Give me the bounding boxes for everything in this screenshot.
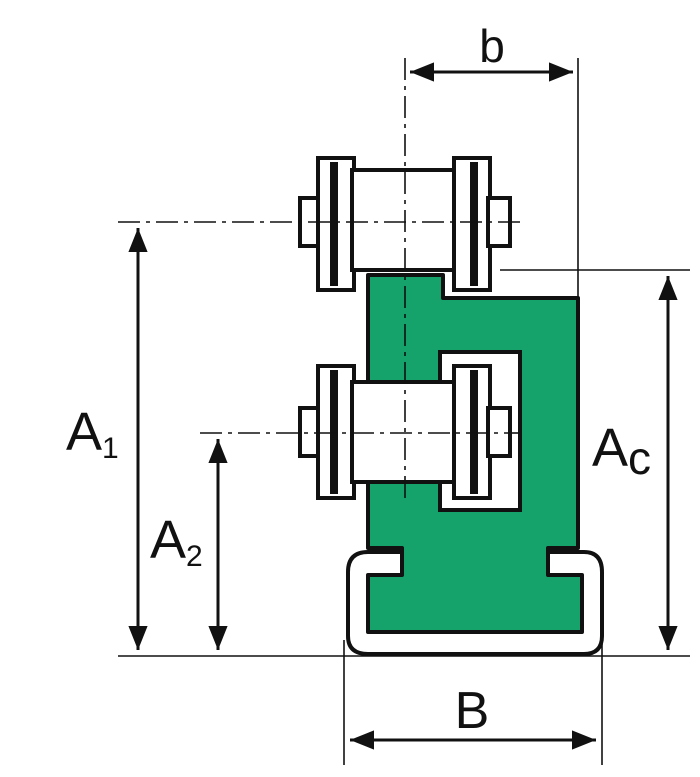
lower-roller xyxy=(298,364,512,500)
label-A2-main: A xyxy=(150,510,186,570)
label-Ac-sub: c xyxy=(628,432,651,484)
label-Ac-main: A xyxy=(592,418,628,478)
label-b: b xyxy=(479,20,505,72)
extension-lines xyxy=(118,58,690,765)
label-B: B xyxy=(455,682,490,740)
label-A1-main: A xyxy=(66,402,102,462)
label-A1: A1 xyxy=(66,402,119,465)
dimension-lines xyxy=(128,62,678,750)
label-A1-sub: 1 xyxy=(102,432,119,465)
dimension-labels: b A1 A2 Ac B xyxy=(66,20,651,740)
label-Ac: Ac xyxy=(592,418,651,484)
label-A2: A2 xyxy=(150,510,203,573)
upper-roller xyxy=(298,156,512,292)
label-A2-sub: 2 xyxy=(186,540,203,573)
rail-c-channel xyxy=(346,550,604,656)
